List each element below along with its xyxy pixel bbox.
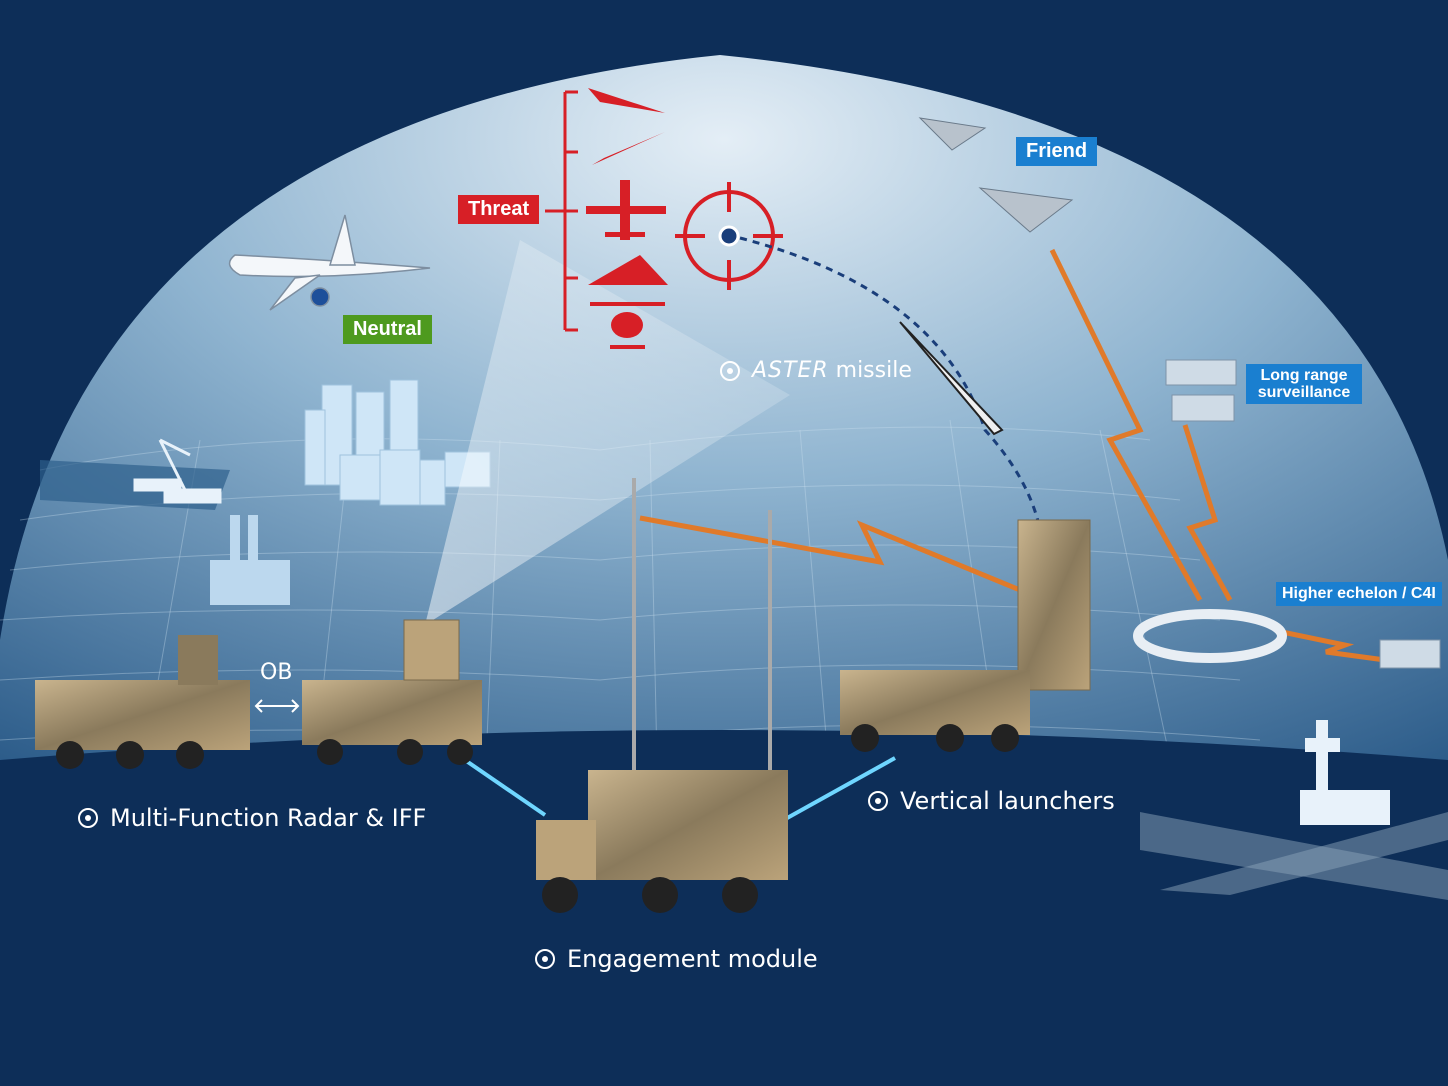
factory-icon <box>210 515 290 605</box>
aster-suffix: missile <box>835 358 912 383</box>
radar-links <box>460 756 896 824</box>
radar-beam <box>425 240 790 625</box>
stealth-jet-icon <box>588 255 668 285</box>
aster-missile-icon <box>899 321 1004 436</box>
threat-bracket <box>545 90 578 332</box>
airport-icon <box>1140 720 1448 900</box>
bullet-icon <box>868 791 888 811</box>
long-range-radar-icon <box>1165 359 1237 422</box>
helicopter-icon <box>590 302 665 349</box>
drone-icon <box>586 180 666 240</box>
friend-tag: Friend <box>1016 137 1098 166</box>
engagement-label-text: Engagement module <box>567 945 818 973</box>
aster-missile-label: ASTER missile <box>720 358 912 383</box>
engagement-module-icon <box>536 478 788 913</box>
radar-label-text: Multi-Function Radar & IFF <box>110 804 427 832</box>
radar-label: Multi-Function Radar & IFF <box>78 804 426 832</box>
vertical-launcher-icon <box>840 519 1091 752</box>
threat-tag: Threat <box>458 195 540 224</box>
ob-arrow-icon <box>254 699 300 713</box>
aster-name: ASTER <box>752 358 829 383</box>
port-crane-icon <box>133 438 222 504</box>
datalinks <box>639 248 1386 663</box>
engagement-label: Engagement module <box>535 945 818 973</box>
airliner-icon <box>228 214 431 311</box>
target-crosshair-icon <box>675 182 783 290</box>
fighter-jet-icon <box>918 117 1074 233</box>
ob-label: OB <box>260 660 293 685</box>
missile-icon <box>592 132 665 165</box>
missile-trajectory <box>739 236 1042 531</box>
threat-icons <box>586 88 668 349</box>
control-tower-icon <box>1300 720 1390 825</box>
mfr-truck-icon <box>302 619 482 765</box>
cruise-missile-icon <box>588 88 665 113</box>
bullet-icon <box>720 360 740 381</box>
c4i-ring-icon <box>1133 609 1441 669</box>
higher-echelon-tag: Higher echelon / C4I <box>1276 582 1442 606</box>
neutral-tag: Neutral <box>343 315 432 344</box>
long-range-surveillance-tag: Long range surveillance <box>1246 364 1362 404</box>
launchers-label: Vertical launchers <box>868 787 1115 815</box>
radar-truck-icon <box>35 635 250 769</box>
bullet-icon <box>78 808 98 828</box>
bullet-icon <box>535 949 555 969</box>
launchers-label-text: Vertical launchers <box>900 787 1115 815</box>
